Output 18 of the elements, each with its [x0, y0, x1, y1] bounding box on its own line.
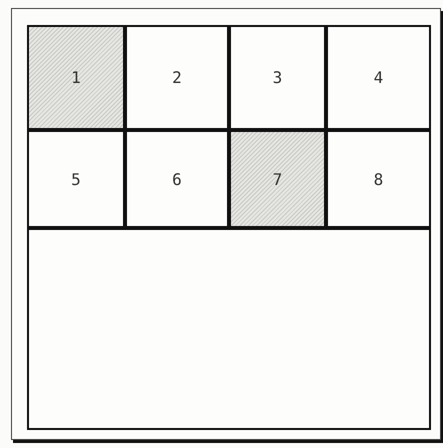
grid-cell [326, 130, 431, 228]
grid-cell [27, 130, 125, 228]
grid-cell [125, 25, 229, 130]
cell-number: 3 [272, 68, 282, 87]
cell-number: 6 [172, 170, 182, 188]
cell-number: 5 [71, 170, 81, 188]
outer-frame [11, 8, 441, 440]
cell-number: 7 [272, 170, 282, 188]
hatched-cell [27, 25, 125, 130]
hatched-cell [229, 130, 326, 228]
cell-number: 4 [374, 68, 384, 87]
cell-number: 1 [71, 68, 81, 87]
empty-box [27, 228, 431, 430]
grid-cell [125, 130, 229, 228]
cell-number: 2 [172, 68, 182, 87]
cell-number: 8 [374, 170, 384, 188]
grid-cell [229, 25, 326, 130]
grid-cell [326, 25, 431, 130]
